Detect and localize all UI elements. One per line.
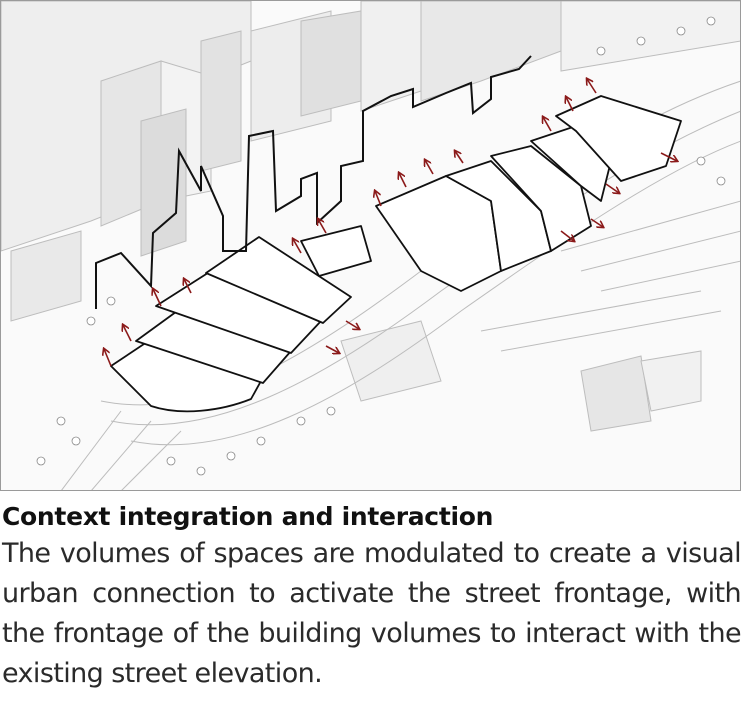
skyline-outline [95, 55, 532, 309]
caption: Context integration and interaction The … [2, 500, 742, 694]
axonometric-diagram [0, 0, 741, 491]
volume-1 [110, 335, 262, 413]
caption-body: The volumes of spaces are modulated to c… [2, 538, 742, 689]
context-buildings [1, 1, 740, 432]
volume-4 [205, 236, 352, 324]
trees [36, 16, 726, 476]
caption-title: Context integration and interaction [2, 502, 494, 531]
volume-5 [300, 225, 372, 277]
building-volumes [110, 95, 682, 413]
volume-8 [490, 145, 592, 252]
diagram-svg [1, 1, 740, 490]
interaction-arrows [104, 79, 677, 367]
volume-10 [555, 95, 682, 182]
